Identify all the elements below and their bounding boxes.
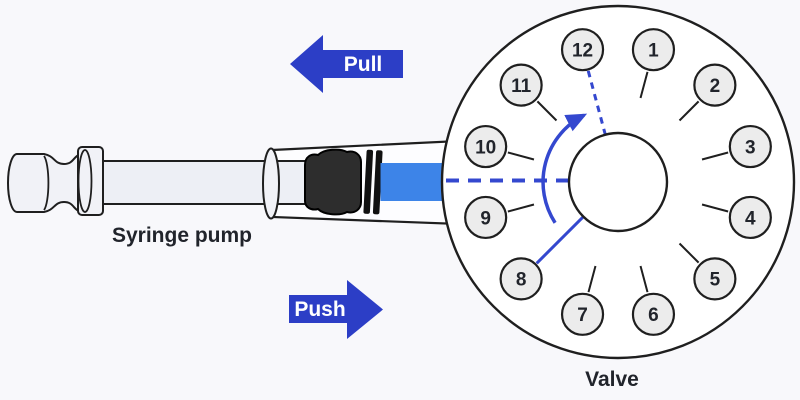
port-11-number-label: 11 [511,76,532,97]
port-3-circle [728,124,772,169]
port-11-tick [536,100,558,122]
port-9-number-label: 9 [480,208,491,229]
port-12-number-label: 12 [572,40,593,61]
port-9-tick [507,203,535,213]
port-6-number-label: 6 [648,305,659,326]
handle-cap-rim [43,155,50,211]
valve-port-7: 7 [560,292,605,336]
port-10-number-label: 10 [475,137,496,158]
valve-port-4: 4 [728,195,772,240]
port-12-circle [560,28,605,72]
valve-port-10: 10 [464,124,508,169]
port-3-number-label: 3 [745,137,756,158]
valve-port-3: 3 [728,124,772,169]
port-7-number-label: 7 [577,305,588,326]
port-8-number-label: 8 [516,270,527,291]
valve-port-2: 2 [693,63,737,107]
port-4-number-label: 4 [745,208,756,229]
valve-port-lines [507,70,729,293]
valve-label: Valve [585,368,639,391]
barrel-flange [262,147,280,220]
valve-port-6: 6 [631,292,676,336]
valve-center-hole [567,131,669,233]
rotation-arrow [541,113,588,224]
valve-port-9: 9 [464,195,508,240]
port-3-tick [701,151,729,161]
port-1-number-label: 1 [648,40,659,61]
push-arrow: Push [289,280,383,339]
port-8-connection-line [535,213,587,265]
port-2-circle [693,63,737,107]
valve-port-11: 11 [499,63,543,107]
valve-port-1: 1 [631,28,676,72]
port-6-circle [631,292,676,336]
valve-port-12: 12 [560,28,605,72]
syringe-pump-label: Syringe pump [112,224,252,247]
handle-ring-rim [77,149,93,213]
port-5-number-label: 5 [710,270,721,291]
port-5-circle [693,257,737,301]
valve-port-5: 5 [693,257,737,301]
pull-arrow-shape [290,35,403,93]
push-arrow-label: Push [294,298,345,321]
port-8-circle [499,257,543,301]
port-4-circle [728,195,772,240]
port-11-circle [499,63,543,107]
port-6-tick [639,265,649,293]
port-7-circle [560,292,605,336]
port-2-tick [678,100,700,122]
port-10-circle [464,124,508,169]
port-7-tick [587,265,597,293]
port-1-circle [631,28,676,72]
pull-arrow-label: Pull [344,53,383,76]
port-2-number-label: 2 [710,76,721,97]
valve-port-8: 8 [499,257,543,301]
port-1-tick [639,71,649,99]
plunger-handle [7,152,82,214]
push-arrow-shape [289,280,383,339]
port-10-tick [507,151,535,161]
port-4-tick [701,203,729,213]
seal-rings [363,149,383,215]
pull-arrow: Pull [290,35,403,93]
port-5-tick [678,242,700,264]
seal-ring-2 [372,150,383,215]
plunger-stopper [304,148,362,216]
port-9-circle [464,195,508,240]
seal-ring-1 [363,149,374,214]
